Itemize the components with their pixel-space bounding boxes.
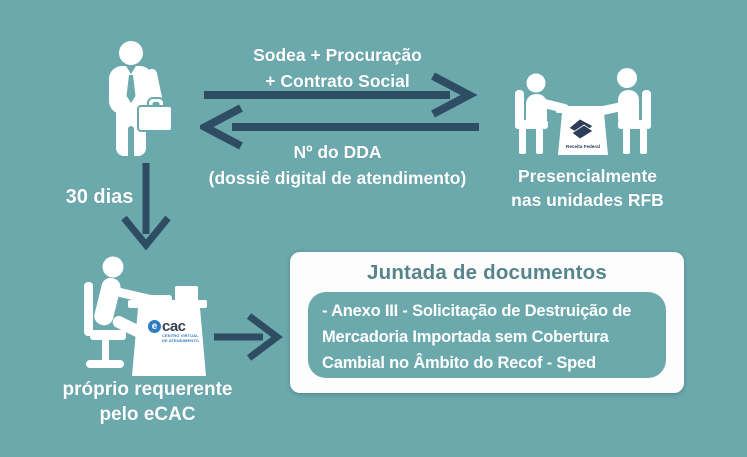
presencial-line1: Presencialmente [517,166,658,186]
ecac-cac-text: cac [162,318,186,335]
dda-line1: Nº do DDA [293,142,382,162]
sodea-line2: + Contrato Social [265,71,410,91]
doc-box-title: Juntada de documentos [367,261,607,284]
presencial-line2: nas unidades RFB [511,190,664,210]
sodea-line1: Sodea + Procuração [253,45,422,65]
tie-knot [126,66,136,74]
person-at-computer-desk-icon [84,256,207,376]
anexo-line1: - Anexo III - Solicitação de Destruição … [322,302,632,320]
sodea-procuracao-label: Sodea + Procuração + Contrato Social [205,42,470,94]
two-people-at-table-icon: Receita Federal [515,68,651,155]
office-chair [84,282,126,368]
juntada-documentos-box: Juntada de documentos - Anexo III - Soli… [290,252,684,393]
proprio-requerente-label: próprio requerente pelo eCAC [45,377,250,427]
ecac-subtext-line2: DE ATENDIMENTO [162,337,199,343]
anexo-iii-box: - Anexo III - Solicitação de Destruição … [308,292,666,378]
ecac-subtext-line1: CENTRO VIRTUAL [162,333,199,338]
arrow-left-to-applicant [200,104,479,150]
prazo-30-dias-label: 30 dias [65,186,134,208]
businessman-with-briefcase-icon [109,41,173,158]
table: Receita Federal [556,106,610,155]
anexo-line2: Mercadoria Importada sem Cobertura [322,328,609,346]
arrow-right-to-rfb [204,72,478,118]
ecac-logo: e cac CENTRO VIRTUAL DE ATENDIMENTO [148,319,204,343]
ecac-e-badge: e [148,320,161,333]
requerente-line1: próprio requerente [62,379,233,400]
receita-federal-logo-text: Receita Federal [566,144,600,149]
monitor [175,286,198,304]
dda-line2: (dossiê digital de atendimento) [208,168,467,188]
requerente-line2: pelo eCAC [99,404,196,425]
anexo-line3: Cambial no Âmbito do Recof - Sped [322,354,596,372]
dda-label: Nº do DDA (dossiê digital de atendimento… [190,139,485,191]
presencialmente-label: Presencialmente nas unidades RFB [495,164,680,212]
arrow-down-30-dias [121,163,171,251]
arrow-right-to-doc-box [214,313,283,361]
briefcase [137,97,173,132]
receita-federal-logo: Receita Federal [566,118,600,149]
